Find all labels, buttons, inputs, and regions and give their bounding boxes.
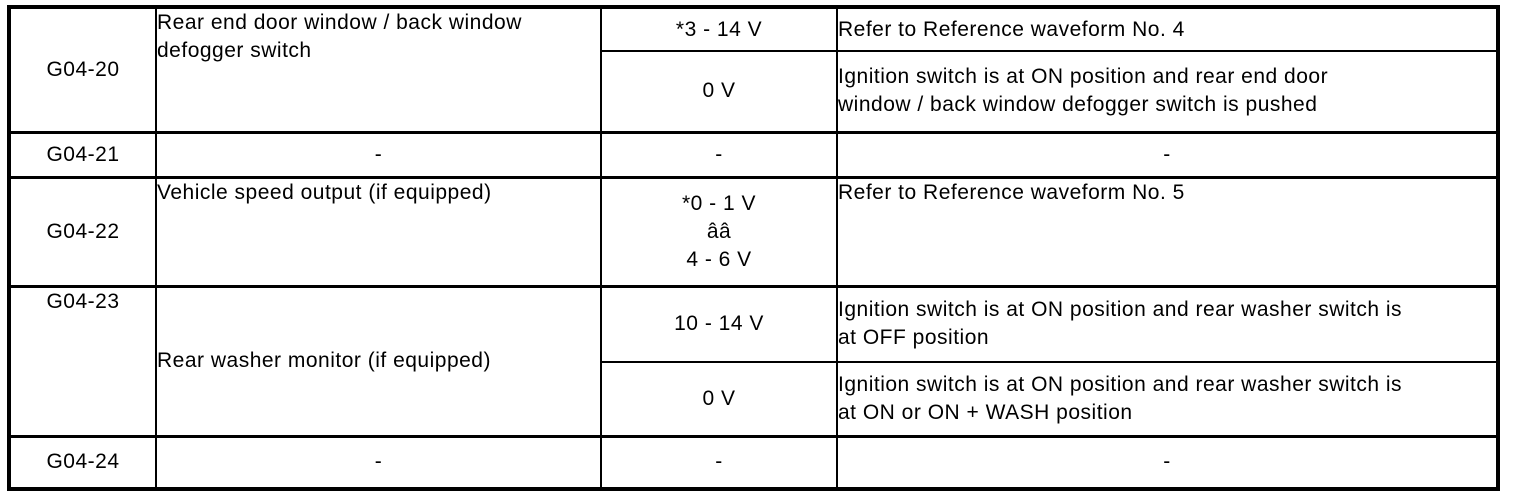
voltage-cell: 10 - 14 V bbox=[600, 284, 838, 363]
condition-cell: - bbox=[836, 130, 1499, 178]
voltage-cell: 0 V bbox=[600, 50, 838, 133]
table-row-g04-24: G04-24 - - - bbox=[8, 434, 1499, 490]
voltage-cell: - bbox=[600, 434, 838, 490]
description-cell: - bbox=[155, 130, 602, 178]
terminal-cell: G04-20 bbox=[8, 6, 157, 133]
table-row-g04-23-b: 0 V Ignition switch is at ON position an… bbox=[9, 361, 1499, 437]
terminal-voltage-table: G04-20 Rear end door window / back windo… bbox=[7, 5, 1500, 491]
description-cell: - bbox=[155, 434, 602, 490]
voltage-cell: 0 V bbox=[600, 361, 838, 437]
condition-cell: Refer to Reference waveform No. 5 bbox=[836, 175, 1499, 287]
condition-cell: Ignition switch is at ON position and re… bbox=[836, 361, 1499, 437]
table-row-g04-20-b: 0 V Ignition switch is at ON position an… bbox=[9, 50, 1499, 133]
table-row-g04-23-a: G04-23 Rear washer monitor (if equipped)… bbox=[8, 284, 1499, 437]
terminal-cell: G04-21 bbox=[8, 130, 157, 178]
description-cell: Vehicle speed output (if equipped) bbox=[155, 175, 602, 287]
table-row-g04-21: G04-21 - - - bbox=[8, 130, 1499, 178]
page: { "table": { "name": "Connector G04 term… bbox=[0, 5, 1520, 503]
condition-cell: Ignition switch is at ON position and re… bbox=[836, 50, 1499, 133]
condition-cell: Ignition switch is at ON position and re… bbox=[836, 284, 1499, 363]
table-row-g04-22: G04-22 Vehicle speed output (if equipped… bbox=[8, 175, 1499, 287]
terminal-cell: G04-24 bbox=[8, 434, 157, 490]
voltage-cell: *3 - 14 V bbox=[600, 6, 838, 52]
description-cell: Rear washer monitor (if equipped) bbox=[155, 284, 602, 437]
condition-cell: - bbox=[836, 434, 1499, 490]
condition-cell: Refer to Reference waveform No. 4 bbox=[836, 6, 1499, 52]
description-cell: Rear end door window / back window defog… bbox=[155, 6, 602, 133]
terminal-cell: G04-23 bbox=[8, 284, 157, 437]
voltage-cell: - bbox=[600, 130, 838, 178]
voltage-cell: *0 - 1 V ââ 4 - 6 V bbox=[600, 175, 838, 287]
terminal-cell: G04-22 bbox=[8, 175, 157, 287]
table-row-g04-20-a: G04-20 Rear end door window / back windo… bbox=[8, 6, 1499, 133]
